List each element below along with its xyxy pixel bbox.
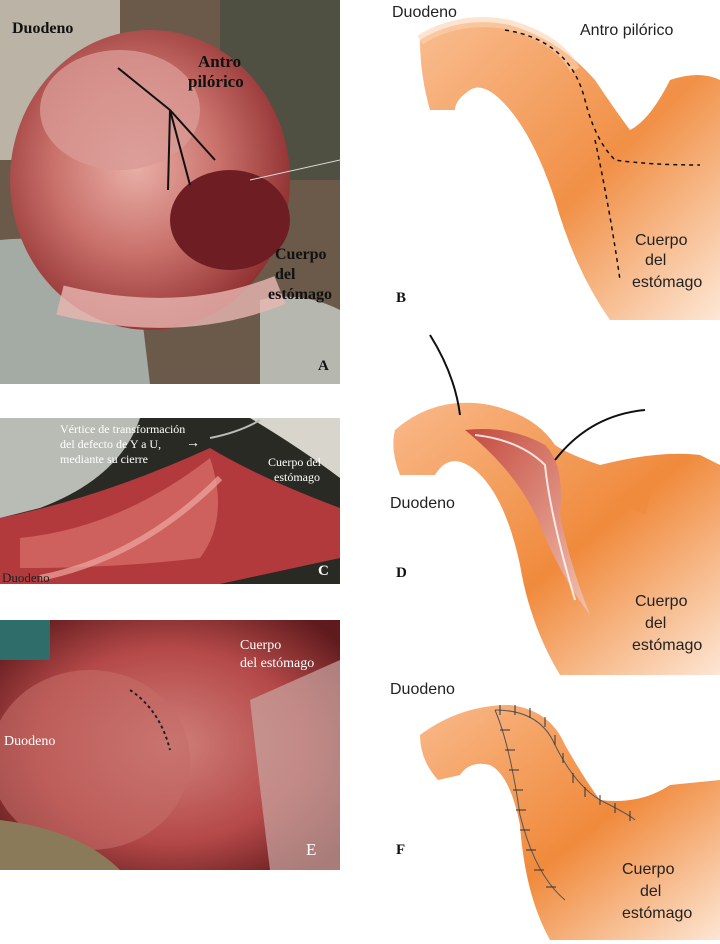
panel-f-stomach-drawing <box>420 705 720 940</box>
panel-f-duodeno-label: Duodeno <box>390 681 455 698</box>
panel-d-stomach-drawing <box>393 334 720 675</box>
panel-e-cuerpo-label-1: Cuerpo <box>240 638 282 653</box>
panel-d-cuerpo-label-1: Cuerpo <box>635 593 688 610</box>
panel-c-cuerpo-label-2: estómago <box>274 470 320 484</box>
panel-c-letter: C <box>318 563 329 579</box>
panel-c-photo: Vértice de transformación del defecto de… <box>0 418 340 584</box>
panel-e-photo: Duodeno Cuerpo del estómago E <box>0 620 340 870</box>
panel-a-antro-label-1: Antro <box>198 52 242 71</box>
panel-e-letter: E <box>306 840 317 859</box>
panel-c-vertice-label-1: Vértice de transformación <box>60 422 186 436</box>
panel-f-cuerpo-label-3: estómago <box>622 905 693 922</box>
panel-f-illustration: Duodeno Cuerpo del estómago <box>360 675 720 944</box>
panel-b-duodeno-label: Duodeno <box>392 4 457 21</box>
panel-a-illustration <box>0 0 340 384</box>
panel-d-letter: D <box>396 565 407 581</box>
panel-c-duodeno-label: Duodeno <box>2 570 50 585</box>
panel-d-cuerpo-label-3: estómago <box>632 637 703 654</box>
panel-c-cuerpo-label-1: Cuerpo del <box>268 455 321 469</box>
panel-e-cuerpo-label-2: del estómago <box>240 656 315 671</box>
panel-b-cuerpo-label-3: estómago <box>632 274 703 291</box>
panel-b-cuerpo-label-1: Cuerpo <box>635 232 688 249</box>
panel-d-duodeno-label: Duodeno <box>390 495 455 512</box>
panel-b-stomach-drawing <box>417 17 720 321</box>
panel-a-duodeno-label: Duodeno <box>12 20 74 37</box>
panel-c-illustration <box>0 418 340 584</box>
panel-c-vertice-label-2: del defecto de Y a U, <box>60 437 162 451</box>
panel-f-cuerpo-label-2: del <box>640 883 662 900</box>
panel-c-vertice-label-3: mediante su cierre <box>60 452 148 466</box>
panel-e-duodeno-label: Duodeno <box>4 734 56 749</box>
panel-b-cuerpo-label-2: del <box>645 252 667 269</box>
panel-e-illustration <box>0 620 340 870</box>
panel-a-cuerpo-label-1: Cuerpo <box>275 246 327 263</box>
panel-b-letter: B <box>396 290 407 306</box>
panel-a-antro-label-2: pilórico <box>188 72 244 91</box>
panel-f-cuerpo-label-1: Cuerpo <box>622 861 675 878</box>
panel-a-letter: A <box>318 358 329 374</box>
panel-b-illustration: Duodeno Antro pilórico Cuerpo del estóma… <box>360 0 720 330</box>
panel-b-antro-label: Antro pilórico <box>580 22 674 39</box>
panel-f-letter: F <box>396 842 406 858</box>
panel-d-illustration: Duodeno Cuerpo del estómago <box>360 325 720 680</box>
panel-a-cuerpo-label-3: estómago <box>268 286 332 303</box>
panel-c-arrow-icon: → <box>186 434 200 450</box>
panel-a-cuerpo-label-2: del <box>275 266 296 283</box>
panel-d-cuerpo-label-2: del <box>645 615 667 632</box>
panel-a-photo: Duodeno Antro pilórico Cuerpo del estóma… <box>0 0 340 384</box>
